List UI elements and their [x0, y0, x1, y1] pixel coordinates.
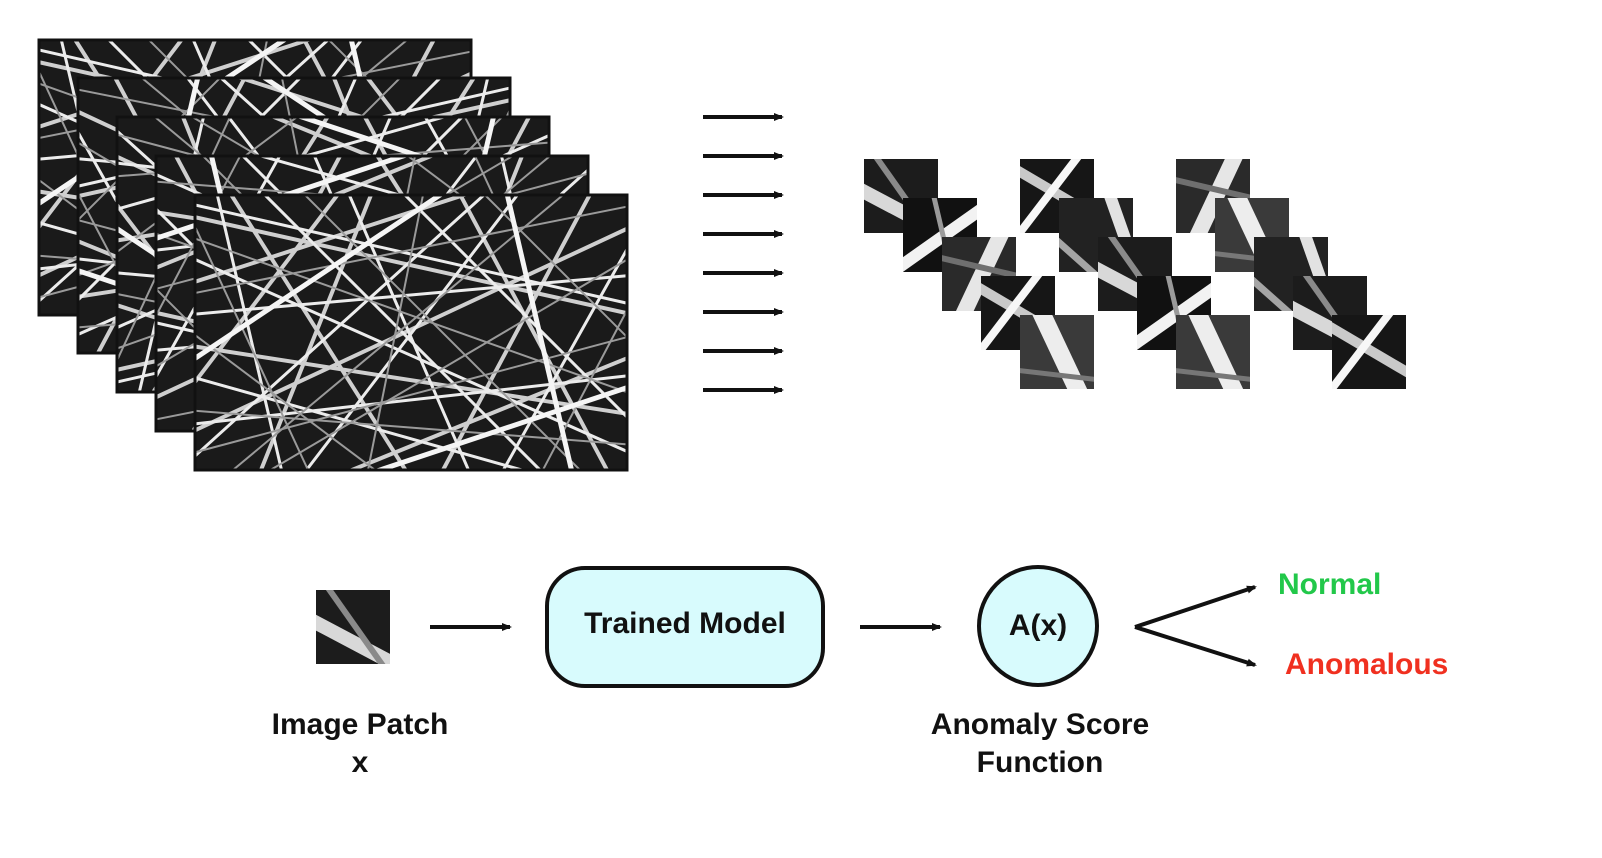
image-patch-variable: x: [351, 746, 369, 779]
normal-label: Normal: [1278, 568, 1382, 601]
fiber-patch-tile: [1327, 310, 1412, 395]
branch-arrow-normal: [1134, 585, 1257, 629]
patch-extraction-arrows: [703, 113, 784, 394]
trained-model-box: [545, 566, 825, 688]
anomaly-score-node: [977, 565, 1099, 687]
input-patch: [311, 585, 396, 670]
image-patch-label: Image Patch: [271, 708, 449, 741]
fiber-patch-tile: [311, 585, 396, 670]
score-function-label-line2: Function: [976, 746, 1104, 779]
fiber-patch-tile: [1015, 310, 1100, 395]
trained-model-label: Trained Model: [584, 607, 786, 640]
decision-branch: [1134, 585, 1257, 667]
anomalous-label: Anomalous: [1285, 648, 1449, 681]
extracted-patches: [859, 154, 1412, 395]
branch-arrow-anomalous: [1134, 625, 1257, 667]
score-symbol-label: A(x): [1008, 609, 1068, 642]
fiber-patch-tile: [1171, 310, 1256, 395]
score-function-label-line1: Anomaly Score: [930, 708, 1150, 741]
fiber-image-5: [185, 185, 635, 485]
image-stack: [29, 30, 635, 485]
